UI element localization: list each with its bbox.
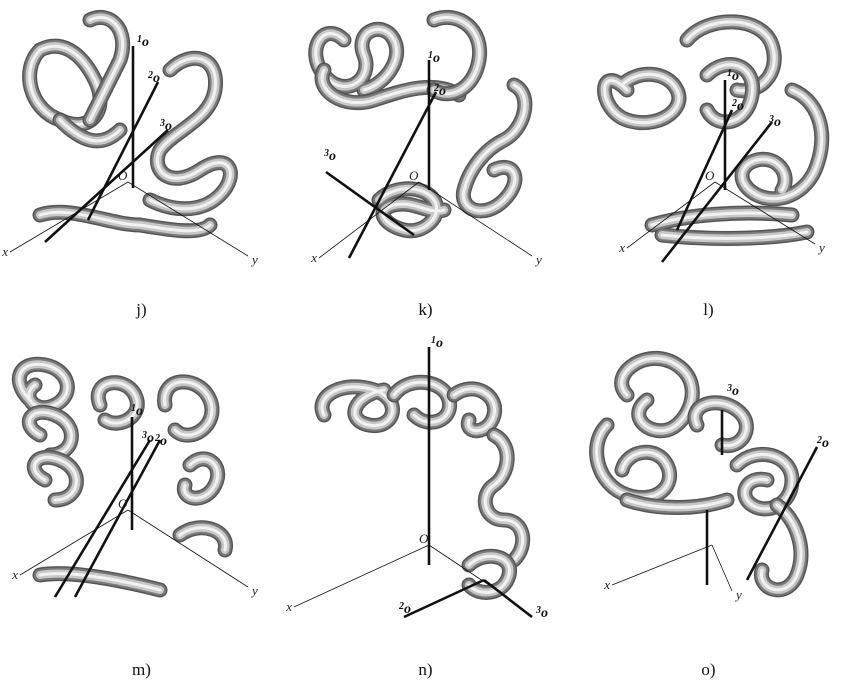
x-axis-label: x [618, 240, 625, 255]
x-axis-label: x [11, 567, 18, 582]
panel-j: x y O 1o 2o 3o j) [0, 0, 283, 335]
frame-vector-2 [403, 578, 485, 619]
knot-tube [589, 351, 809, 598]
y-axis [127, 181, 249, 257]
frame-vector-label-2: 2o [147, 70, 160, 86]
y-axis-label: y [817, 240, 825, 255]
frame-vector-3 [44, 129, 169, 243]
frame-vector-label-2: 2o [398, 601, 411, 617]
frame-vector-label-1: 1o [727, 68, 739, 84]
frame-vector-2 [86, 81, 160, 221]
y-axis [127, 509, 249, 588]
knot-tube [597, 14, 830, 246]
knot-tube [308, 9, 533, 239]
origin-label: O [118, 496, 128, 511]
frame-vector-2 [745, 446, 819, 581]
y-axis-label: y [250, 583, 258, 598]
frame-vector-2 [675, 109, 734, 231]
panel-n: x O 1o 2o 3o n) [284, 335, 567, 679]
x-axis [9, 181, 129, 253]
frame-vector-label-1: 1o [137, 34, 149, 50]
x-axis [626, 181, 716, 249]
frame-vector-label-2: 2o [154, 433, 167, 449]
y-axis-label: y [734, 587, 742, 602]
knot-tube [11, 356, 233, 598]
frame-vector-label-1: 1o [428, 50, 440, 66]
frame-vector-label-1: 1o [431, 335, 443, 351]
origin-label: O [705, 168, 715, 183]
frame-vector-3 [660, 121, 774, 263]
knot-plot-k: x y O 1o 2o 3o [308, 9, 542, 267]
panel-o: x y 3o 2o o) [567, 335, 850, 679]
panel-caption-o: o) [701, 660, 716, 679]
origin-label: O [118, 168, 128, 183]
x-axis-label: x [310, 250, 317, 265]
knot-tube [22, 9, 238, 239]
y-axis [418, 181, 533, 257]
x-axis [611, 544, 713, 586]
frame-vector-label-3: 3o [323, 148, 336, 164]
frame-vector-label-2: 2o [816, 435, 829, 451]
frame-vector-label-1: 1o [131, 403, 143, 419]
origin-label: O [419, 531, 429, 546]
panel-caption-n: n) [418, 660, 433, 679]
frame-vector-2 [347, 91, 438, 259]
frame-vector-label-3: 3o [535, 605, 548, 621]
frame-vector-label-2: 2o [433, 83, 446, 99]
x-axis-label: x [603, 577, 610, 592]
panel-caption-m: m) [132, 660, 151, 679]
x-axis-label: x [285, 599, 292, 614]
panel-caption-j: j) [136, 300, 147, 319]
frame-vector-label-3: 3o [768, 114, 781, 130]
frame-vector-label-3: 3o [726, 383, 739, 399]
x-axis [19, 509, 129, 576]
y-axis-label: y [534, 252, 542, 267]
knot-plot-o: x y 3o 2o [589, 351, 829, 602]
x-axis [293, 544, 430, 608]
frame-vector-label-3: 3o [159, 118, 172, 134]
y-axis [714, 181, 816, 245]
frame-vector-3 [53, 439, 152, 598]
frame-vector-2 [73, 439, 162, 598]
frame-vector-3 [483, 578, 533, 619]
knot-plot-j: x y O 1o 2o 3o [1, 9, 258, 267]
origin-label: O [409, 168, 419, 183]
frame-vector-label-2: 2o [731, 98, 744, 114]
knot-tube [314, 374, 531, 600]
frame-vector-3 [325, 170, 415, 237]
panel-caption-k: k) [418, 300, 433, 319]
knot-plot-n: x O 1o 2o 3o [285, 335, 548, 621]
panel-caption-l: l) [703, 300, 714, 319]
frame-vector-label-3: 3o [141, 430, 154, 446]
y-axis [711, 544, 733, 592]
knot-plot-l: x y O 1o 2o 3o [597, 14, 830, 263]
y-axis-label: y [250, 252, 258, 267]
panel-k: x y O 1o 2o 3o k) [284, 0, 567, 335]
x-axis-label: x [1, 244, 8, 259]
panel-l: x y O 1o 2o 3o l) [567, 0, 850, 335]
